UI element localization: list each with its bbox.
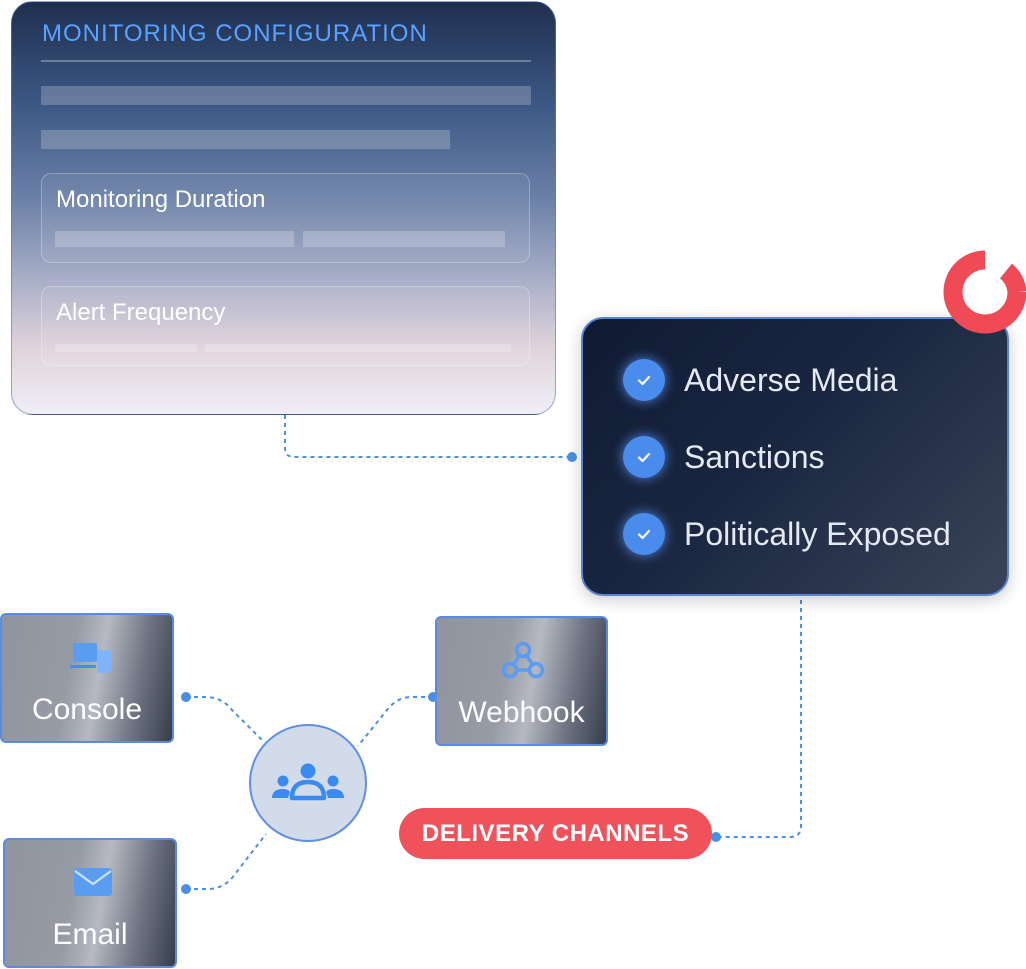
- monitoring-configuration-title: MONITORING CONFIGURATION: [42, 20, 428, 47]
- screening-item-label: Politically Exposed: [684, 515, 951, 552]
- title-divider: [41, 60, 531, 62]
- channel-label: Webhook: [458, 696, 585, 729]
- webhook-icon: [501, 641, 545, 679]
- channel-label: Email: [52, 918, 128, 951]
- channel-console-tile[interactable]: Console: [0, 613, 174, 743]
- monitoring-configuration-card: MONITORING CONFIGURATION Monitoring Dura…: [11, 1, 556, 415]
- envelope-icon: [74, 868, 112, 896]
- delivery-channels-badge: DELIVERY CHANNELS: [399, 808, 712, 859]
- placeholder-bar: [55, 231, 294, 247]
- check-icon: [623, 513, 665, 555]
- team-icon: [272, 763, 344, 801]
- placeholder-bar: [55, 344, 197, 352]
- alert-frequency-field[interactable]: Alert Frequency: [41, 286, 530, 366]
- screening-item-adverse-media[interactable]: Adverse Media: [623, 359, 897, 401]
- ring-logo-icon: [943, 250, 1026, 334]
- placeholder-bar: [41, 130, 450, 149]
- screening-item-sanctions[interactable]: Sanctions: [623, 436, 825, 478]
- placeholder-bar: [205, 344, 511, 352]
- check-icon: [623, 436, 665, 478]
- channel-webhook-tile[interactable]: Webhook: [435, 616, 608, 746]
- channel-label: Console: [31, 693, 143, 726]
- monitoring-duration-label: Monitoring Duration: [56, 186, 266, 213]
- delivery-hub: [249, 724, 367, 842]
- monitoring-duration-field[interactable]: Monitoring Duration: [41, 173, 530, 263]
- screening-types-card: Adverse Media Sanctions Politically Expo…: [581, 317, 1009, 596]
- devices-icon: [70, 643, 111, 673]
- screening-item-label: Adverse Media: [684, 361, 898, 398]
- placeholder-bar: [41, 86, 531, 105]
- alert-frequency-label: Alert Frequency: [56, 299, 226, 326]
- check-icon: [623, 359, 665, 401]
- channel-email-tile[interactable]: Email: [3, 838, 177, 968]
- placeholder-bar: [303, 231, 505, 247]
- screening-item-politically-exposed[interactable]: Politically Exposed: [623, 513, 951, 555]
- screening-item-label: Sanctions: [684, 438, 825, 475]
